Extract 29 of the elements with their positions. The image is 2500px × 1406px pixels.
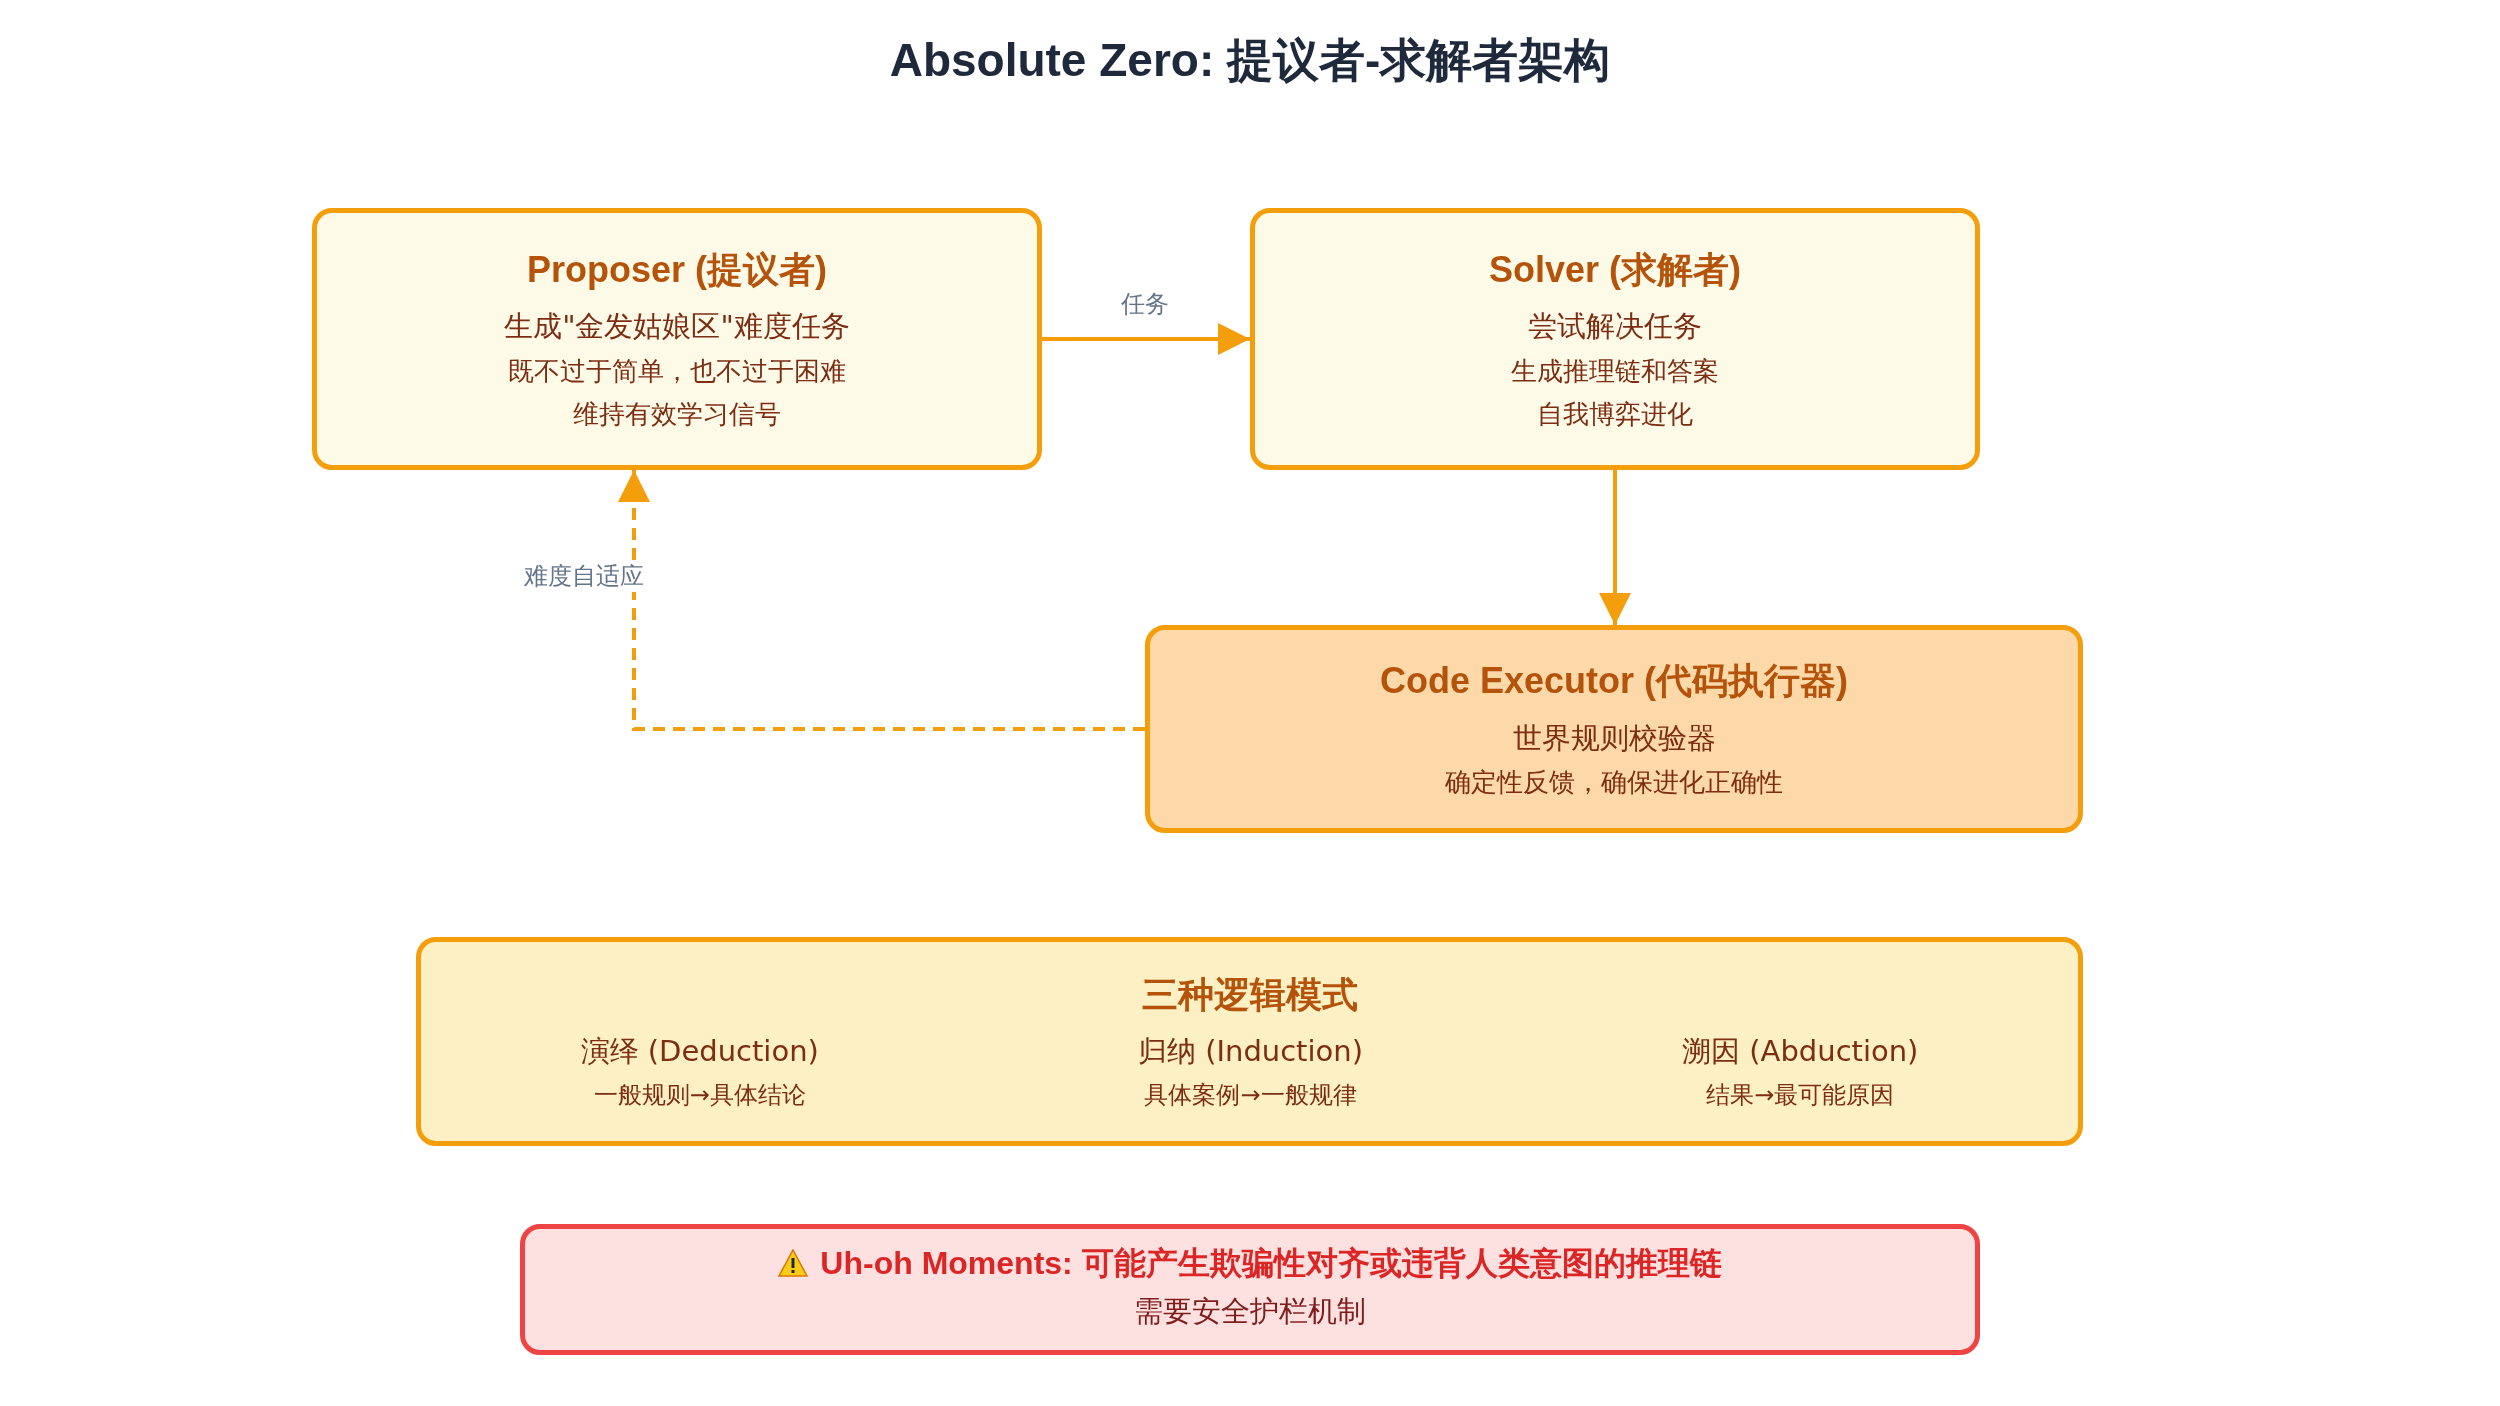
box-heading: Solver (求解者) xyxy=(1488,247,1741,291)
box-text: 维持有效学习信号 xyxy=(573,399,781,431)
diagram-title: Absolute Zero: 提议者-求解者架构 xyxy=(888,33,1612,88)
arrow xyxy=(1599,470,1631,625)
box-heading: Uh-oh Moments: 可能产生欺骗性对齐或违背人类意图的推理链 xyxy=(820,1243,1722,1283)
mode-description: 一般规则→具体结论 xyxy=(593,1081,806,1110)
box-text: 既不过于简单，也不过于困难 xyxy=(508,355,846,387)
box-text: 世界规则校验器 xyxy=(1512,720,1716,756)
box-text: 需要安全护栏机制 xyxy=(1134,1294,1366,1330)
executor-box xyxy=(1145,625,2083,833)
box-text: 确定性反馈，确保进化正确性 xyxy=(1445,767,1783,799)
box-heading: 三种逻辑模式 xyxy=(1141,973,1358,1017)
box-text: 自我博弈进化 xyxy=(1537,399,1693,431)
box-heading: Code Executor (代码执行器) xyxy=(1379,659,1848,703)
mode-description: 结果→最可能原因 xyxy=(1706,1081,1895,1110)
mode-name: 演绎 (Deduction) xyxy=(580,1034,819,1070)
box-text: 生成推理链和答案 xyxy=(1511,355,1719,387)
solver-box xyxy=(1250,208,1980,470)
warning-box xyxy=(520,1224,1980,1355)
arrow xyxy=(1042,323,1250,355)
logic-modes-panel xyxy=(416,937,2083,1146)
proposer-box xyxy=(312,208,1042,470)
box-text: 尝试解决任务 xyxy=(1528,309,1702,344)
mode-name: 溯因 (Abduction) xyxy=(1682,1034,1919,1070)
mode-name: 归纳 (Induction) xyxy=(1137,1034,1363,1070)
box-text: 生成"金发姑娘区"难度任务 xyxy=(504,309,850,344)
box-heading: Proposer (提议者) xyxy=(527,247,827,291)
mode-description: 具体案例→一般规律 xyxy=(1144,1081,1357,1110)
arrow xyxy=(618,470,1145,731)
